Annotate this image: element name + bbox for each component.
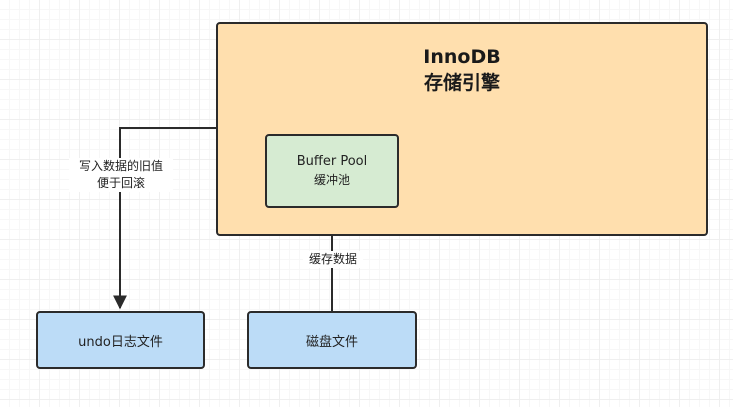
disk-file-box: 磁盘文件 [247,311,417,369]
disk-file-label: 磁盘文件 [305,334,358,350]
undo-log-file-box: undo日志文件 [36,311,205,369]
edge-engine-to-undo [113,127,216,310]
undo-edge-label-line1: 写入数据的旧值 [78,159,163,173]
buffer-pool-label-line1: Buffer Pool [296,154,368,169]
buffer-pool-label-line2: 缓冲池 [313,173,350,187]
undo-edge-label: 写入数据的旧值 便于回滚 [69,158,173,192]
buffer-pool-box: Buffer Pool 缓冲池 [265,134,399,208]
engine-title: InnoDB 存储引擎 [218,44,706,96]
cache-edge-label: 缓存数据 [303,251,363,268]
engine-title-line1: InnoDB [423,46,501,68]
innodb-engine-box: InnoDB 存储引擎 [216,22,708,236]
undo-log-file-label: undo日志文件 [78,334,163,350]
engine-title-line2: 存储引擎 [423,72,500,94]
undo-edge-label-line2: 便于回滚 [96,176,145,190]
buffer-pool-label: Buffer Pool 缓冲池 [267,153,397,189]
